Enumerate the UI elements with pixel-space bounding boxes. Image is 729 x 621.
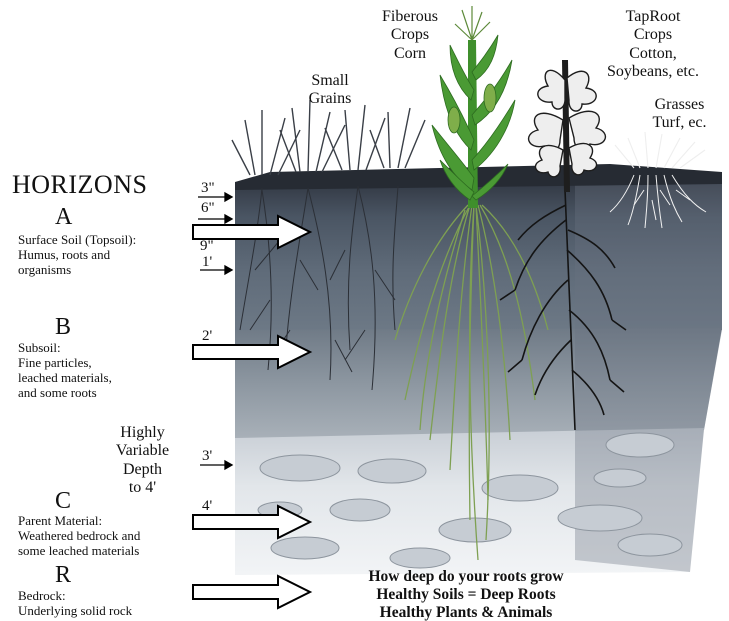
horizon-b-description: Subsoil: Fine particles, leached materia…	[18, 341, 112, 401]
horizon-b-desc-line: leached materials,	[18, 371, 112, 386]
grasses-turf-label: Grasses Turf, ec.	[632, 96, 727, 133]
variable-depth-line: Depth	[100, 461, 185, 479]
roots-message-line: Healthy Plants & Animals	[316, 604, 616, 621]
small-grains-label-line: Grains	[285, 90, 375, 108]
variable-depth-line: to 4'	[100, 479, 185, 497]
horizon-r-desc-line: Underlying solid rock	[18, 604, 132, 619]
taproot-crops-label-line: Crops	[588, 26, 718, 44]
variable-depth-line: Variable	[100, 442, 185, 460]
fibrous-crops-label: Fiberous Crops Corn	[360, 8, 460, 63]
horizon-c-desc-line: Weathered bedrock and	[18, 529, 140, 544]
depth-marker-4ft: 4'	[202, 498, 212, 515]
horizon-a-desc-line: organisms	[18, 263, 136, 278]
depth-marker-6in: 6"	[201, 200, 215, 217]
taproot-crops-label-line: Soybeans, etc.	[588, 63, 718, 81]
horizon-a-desc-line: Surface Soil (Topsoil):	[18, 233, 136, 248]
horizon-c-desc-line: Parent Material:	[18, 514, 140, 529]
taproot-crops-label: TapRoot Crops Cotton, Soybeans, etc.	[588, 8, 718, 82]
horizon-b-letter: B	[55, 314, 71, 342]
horizon-a-letter: A	[55, 204, 72, 232]
taproot-crops-label-line: Cotton,	[588, 45, 718, 63]
horizons-title: HORIZONS	[12, 170, 147, 200]
taproot-crops-label-line: TapRoot	[588, 8, 718, 26]
fibrous-crops-label-line: Fiberous	[360, 8, 460, 26]
horizon-a-description: Surface Soil (Topsoil): Humus, roots and…	[18, 233, 136, 278]
variable-depth-note: Highly Variable Depth to 4'	[100, 424, 185, 498]
depth-marker-3in: 3"	[201, 180, 215, 197]
grasses-turf-label-line: Turf, ec.	[632, 114, 727, 132]
small-grains-plants	[232, 100, 425, 175]
roots-message-line: Healthy Soils = Deep Roots	[316, 586, 616, 604]
variable-depth-line: Highly	[100, 424, 185, 442]
roots-message: How deep do your roots grow Healthy Soil…	[316, 568, 616, 621]
fibrous-crops-label-line: Corn	[360, 45, 460, 63]
horizon-b-desc-line: Subsoil:	[18, 341, 112, 356]
horizon-c-desc-line: some leached materials	[18, 544, 140, 559]
small-grains-label-line: Small	[285, 72, 375, 90]
small-grains-label: Small Grains	[285, 72, 375, 109]
horizon-b-desc-line: and some roots	[18, 386, 112, 401]
horizon-b-desc-line: Fine particles,	[18, 356, 112, 371]
depth-marker-3ft: 3'	[202, 448, 212, 465]
roots-message-line: How deep do your roots grow	[316, 568, 616, 586]
depth-marker-9in: 9"	[200, 238, 214, 255]
horizon-r-desc-line: Bedrock:	[18, 589, 132, 604]
horizon-r-description: Bedrock: Underlying solid rock	[18, 589, 132, 619]
depth-marker-2ft: 2'	[202, 328, 212, 345]
horizon-c-description: Parent Material: Weathered bedrock and s…	[18, 514, 140, 559]
horizon-r-letter: R	[55, 562, 71, 590]
grasses-turf-label-line: Grasses	[632, 96, 727, 114]
depth-marker-1ft: 1'	[202, 254, 212, 271]
fibrous-crops-label-line: Crops	[360, 26, 460, 44]
horizon-c-letter: C	[55, 488, 71, 516]
horizon-a-desc-line: Humus, roots and	[18, 248, 136, 263]
